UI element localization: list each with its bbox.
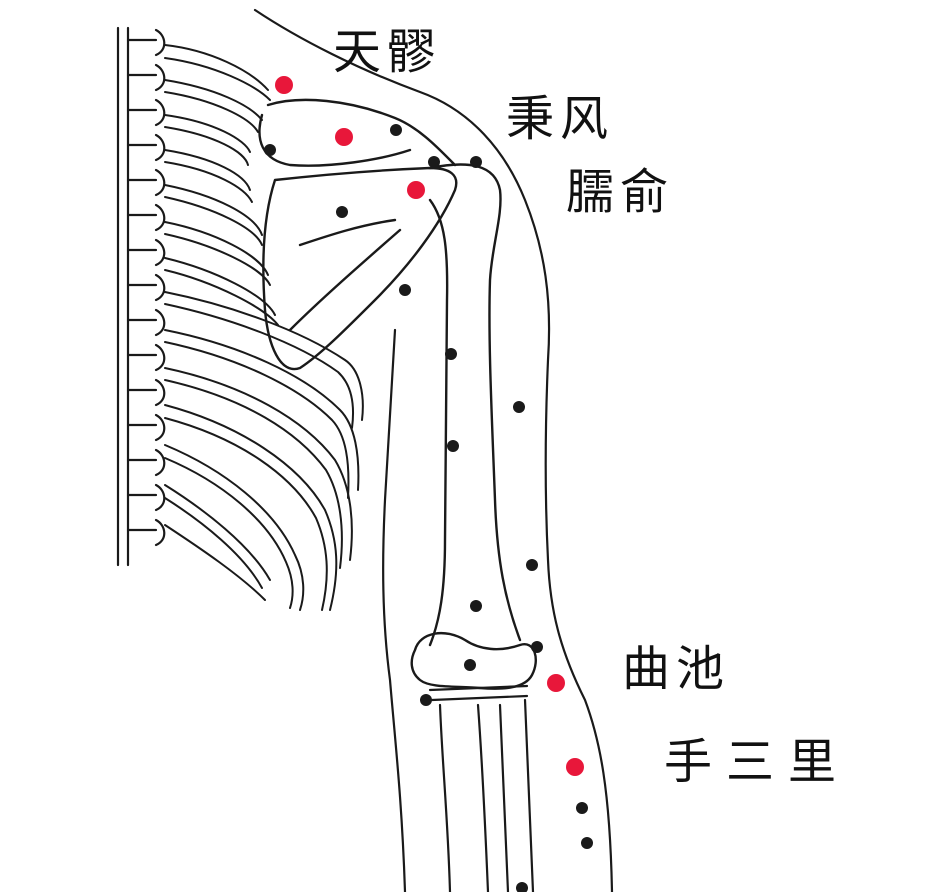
acupoint-bingfeng (335, 128, 353, 146)
ribs (164, 44, 364, 611)
acupoint-dot (526, 559, 538, 571)
scapula (258, 98, 458, 371)
acupoint-quchi (547, 674, 565, 692)
acupoint-naoshu (407, 181, 425, 199)
forearm-bones (428, 684, 535, 892)
label-bingfeng: 秉风 (506, 91, 615, 147)
acupoint-dot (516, 882, 528, 892)
acupoint-dot (464, 659, 476, 671)
acupoint-dot (447, 440, 459, 452)
label-quchi: 曲池 (622, 641, 731, 697)
acupoint-tianliao (275, 76, 293, 94)
acupoint-dot (581, 837, 593, 849)
label-shousanli: 手三里 (664, 734, 851, 790)
spine (116, 26, 166, 567)
inner-arm-outline (382, 328, 407, 892)
acupoint-dot (399, 284, 411, 296)
acupoint-dot (470, 156, 482, 168)
black-acupoints (264, 124, 593, 892)
humerus (410, 163, 537, 690)
acupoint-dot (390, 124, 402, 136)
acupoint-dot (531, 641, 543, 653)
red-acupoints (275, 76, 584, 776)
label-naoshu: 臑俞 (566, 164, 675, 220)
acupoint-shousanli (566, 758, 584, 776)
skin-outline (253, 8, 614, 892)
acupoint-dot (264, 144, 276, 156)
acupoint-dot (576, 802, 588, 814)
acupoint-dot (420, 694, 432, 706)
acupoint-dot (513, 401, 525, 413)
label-tianliao: 天髎 (333, 24, 442, 80)
acupoint-dot (445, 348, 457, 360)
acupoint-dot (428, 156, 440, 168)
acupoint-dot (470, 600, 482, 612)
acupoint-dot (336, 206, 348, 218)
